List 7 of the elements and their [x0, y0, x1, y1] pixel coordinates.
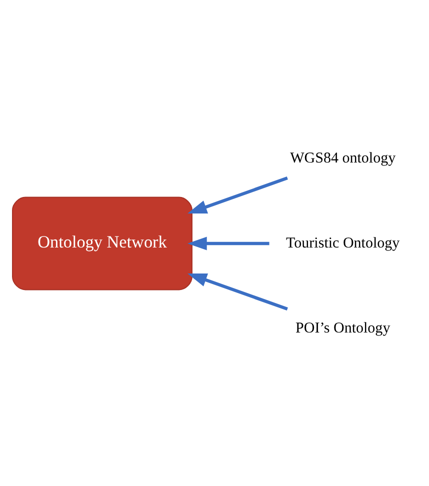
node-text: POI’s Ontology — [296, 320, 390, 336]
arrow — [188, 272, 288, 310]
node-text: Touristic Ontology — [286, 234, 400, 251]
arrow — [187, 236, 270, 250]
node-box: Ontology Network — [12, 196, 192, 290]
arrow — [188, 176, 288, 214]
node-text: WGS84 ontology — [290, 150, 396, 166]
